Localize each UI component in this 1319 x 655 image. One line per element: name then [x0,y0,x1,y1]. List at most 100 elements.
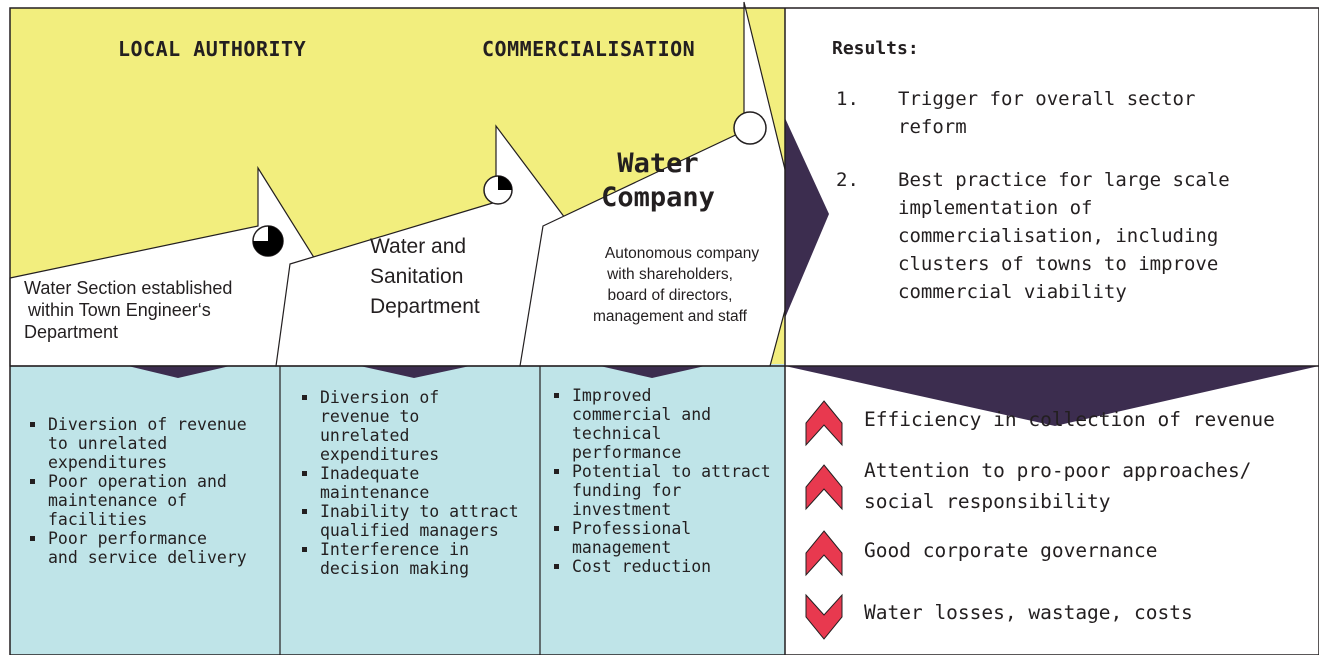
stage-3-title-line: Water [617,148,699,179]
outer-frame [9,7,1319,655]
results-text: Trigger for overall sector reform [898,85,1278,141]
arrow-down-icon [805,593,843,640]
progress-pie-1 [252,225,284,257]
results-line: Best practice for large scale [898,169,1230,191]
issue-line: expenditures [320,445,440,464]
issue-line: Potential to attract [572,462,771,481]
results-num: 1. [836,88,859,110]
arrow-up-icon [805,464,843,511]
header-local-authority: LOCAL AUTHORITY [118,37,307,61]
indicator-4: Water losses, wastage, costs [864,599,1193,627]
issue-list-item: Cost reduction [550,557,785,576]
results-line: Trigger for overall sector [898,88,1196,110]
progress-pie-2 [483,175,513,205]
issue-line: Cost reduction [572,557,712,576]
issue-line: technical [572,424,662,443]
stage-1-line: Water Section established [24,278,233,298]
progress-circle [733,111,767,145]
stage-1-line: Department [24,322,119,342]
down-chevron-3 [600,366,705,378]
results-num: 2. [836,169,859,191]
issue-line: unrelated [320,426,410,445]
stage-1-line: within Town Engineer‘s [28,300,211,320]
indicator-2: Attention to pro-poor approaches/ social… [864,457,1251,516]
issue-line: Diversion of revenue [48,415,247,434]
progress-pie-3 [733,111,767,145]
issues-band [10,364,785,655]
stage-3-title: Water Company [583,147,733,215]
issue-line: Diversion of [320,388,440,407]
issue-line: Poor performance [48,529,207,548]
issue-line: Professional [572,519,692,538]
indicator-3: Good corporate governance [864,537,1158,565]
results-line: clusters of towns to improve [898,253,1219,275]
arrow-up-icon [805,530,843,577]
stage-3-line: board of directors, [607,287,733,304]
issue-line: and service delivery [48,548,247,567]
issue-line: Poor operation and [48,472,227,491]
results-heading: Results: [832,38,919,59]
results-down-chevron [785,366,1319,426]
issue-line: funding for [572,481,682,500]
down-chevron-1 [128,366,230,378]
results-line: commercialisation, including [898,225,1219,247]
results-line: implementation of [898,197,1093,219]
indicator-arrow-4 [805,593,843,640]
down-chevron-2 [360,366,470,378]
issue-line: qualified managers [320,521,499,540]
indicator-text: social responsibility [864,490,1111,513]
stage-2-line: Department [370,295,480,318]
stage-3-line: with shareholders, [607,266,733,283]
progress-fill [253,226,283,256]
indicator-text: Attention to pro-poor approaches/ [864,459,1252,482]
results-chevron [785,118,829,318]
issue-line: maintenance of [48,491,188,510]
indicator-text: Water losses, wastage, costs [864,601,1193,624]
issue-line: Interference in [320,540,470,559]
indicator-arrow-1 [805,400,843,447]
issue-line: revenue to [320,407,420,426]
issue-line: expenditures [48,453,168,472]
issue-line: Improved [572,386,652,405]
results-line: commercial viability [898,281,1127,303]
indicator-text: Efficiency in collection of revenue [864,408,1275,431]
stage-3-label: Autonomous company with shareholders, bo… [550,243,790,327]
issue-line: facilities [48,510,148,529]
results-line: reform [898,116,967,138]
issue-line: decision making [320,559,470,578]
issue-line: performance [572,443,682,462]
issue-line: maintenance [320,483,430,502]
progress-fill [498,176,512,190]
stage-2-label: Water and Sanitation Department [370,232,480,322]
indicator-1: Efficiency in collection of revenue [864,406,1275,434]
issue-line: to unrelated [48,434,168,453]
stage-3-line: management and staff [593,308,747,325]
issue-line: Inability to attract [320,502,519,521]
indicator-text: Good corporate governance [864,539,1158,562]
issue-line: commercial and [572,405,712,424]
stage-3-line: Autonomous company [604,245,760,262]
results-text: Best practice for large scale implementa… [898,166,1298,306]
indicator-arrow-3 [805,530,843,577]
stage-3-title-line: Company [601,182,715,213]
header-commercialisation: COMMERCIALISATION [482,37,696,61]
issue-line: management [572,538,672,557]
stage-2-line: Sanitation [370,265,464,288]
issue-line: investment [572,500,672,519]
arrow-up-icon [805,400,843,447]
